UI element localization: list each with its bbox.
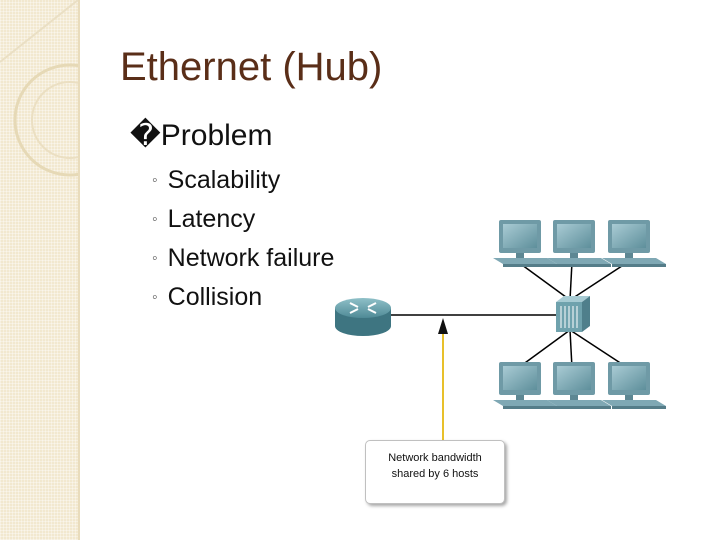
sub-bullet-marker: ◦ [152,289,158,306]
router-icon [335,298,391,336]
hub-icon [556,296,590,332]
list-item-label: Network failure [167,244,335,272]
sidebar-border [78,0,80,540]
sub-bullet-marker: ◦ [152,172,158,189]
slide-title: Ethernet (Hub) [120,45,383,89]
bullet-problem-label: Problem [160,119,273,152]
list-item: ◦ Collision [152,281,334,320]
computer-icon [547,362,611,409]
computer-icon [493,362,557,409]
list-item: ◦ Latency [152,203,334,242]
bandwidth-caption-box: Network bandwidth shared by 6 hosts [365,440,505,504]
list-item: ◦ Network failure [152,242,334,281]
bullet-marker: � [130,119,161,152]
computer-icon [547,220,611,267]
list-item-label: Latency [167,205,256,233]
caption-line-1: Network bandwidth [388,452,482,464]
sub-bullet-marker: ◦ [152,250,158,267]
list-item: ◦ Scalability [152,164,334,203]
list-item-label: Collision [167,283,263,311]
problem-list: ◦ Scalability ◦ Latency ◦ Network failure ◦… [152,164,334,320]
decorative-sidebar [0,0,127,540]
hosts-bottom [493,362,666,409]
caption-line-2: shared by 6 hosts [391,468,479,480]
computer-icon [493,220,557,267]
hosts-top [493,220,666,267]
computer-icon [602,362,666,409]
bandwidth-arrow [438,318,448,440]
connection-lines [390,261,629,369]
computer-icon [602,220,666,267]
bullet-problem: �Problem [130,118,272,153]
sub-bullet-marker: ◦ [152,211,158,228]
list-item-label: Scalability [167,166,281,194]
